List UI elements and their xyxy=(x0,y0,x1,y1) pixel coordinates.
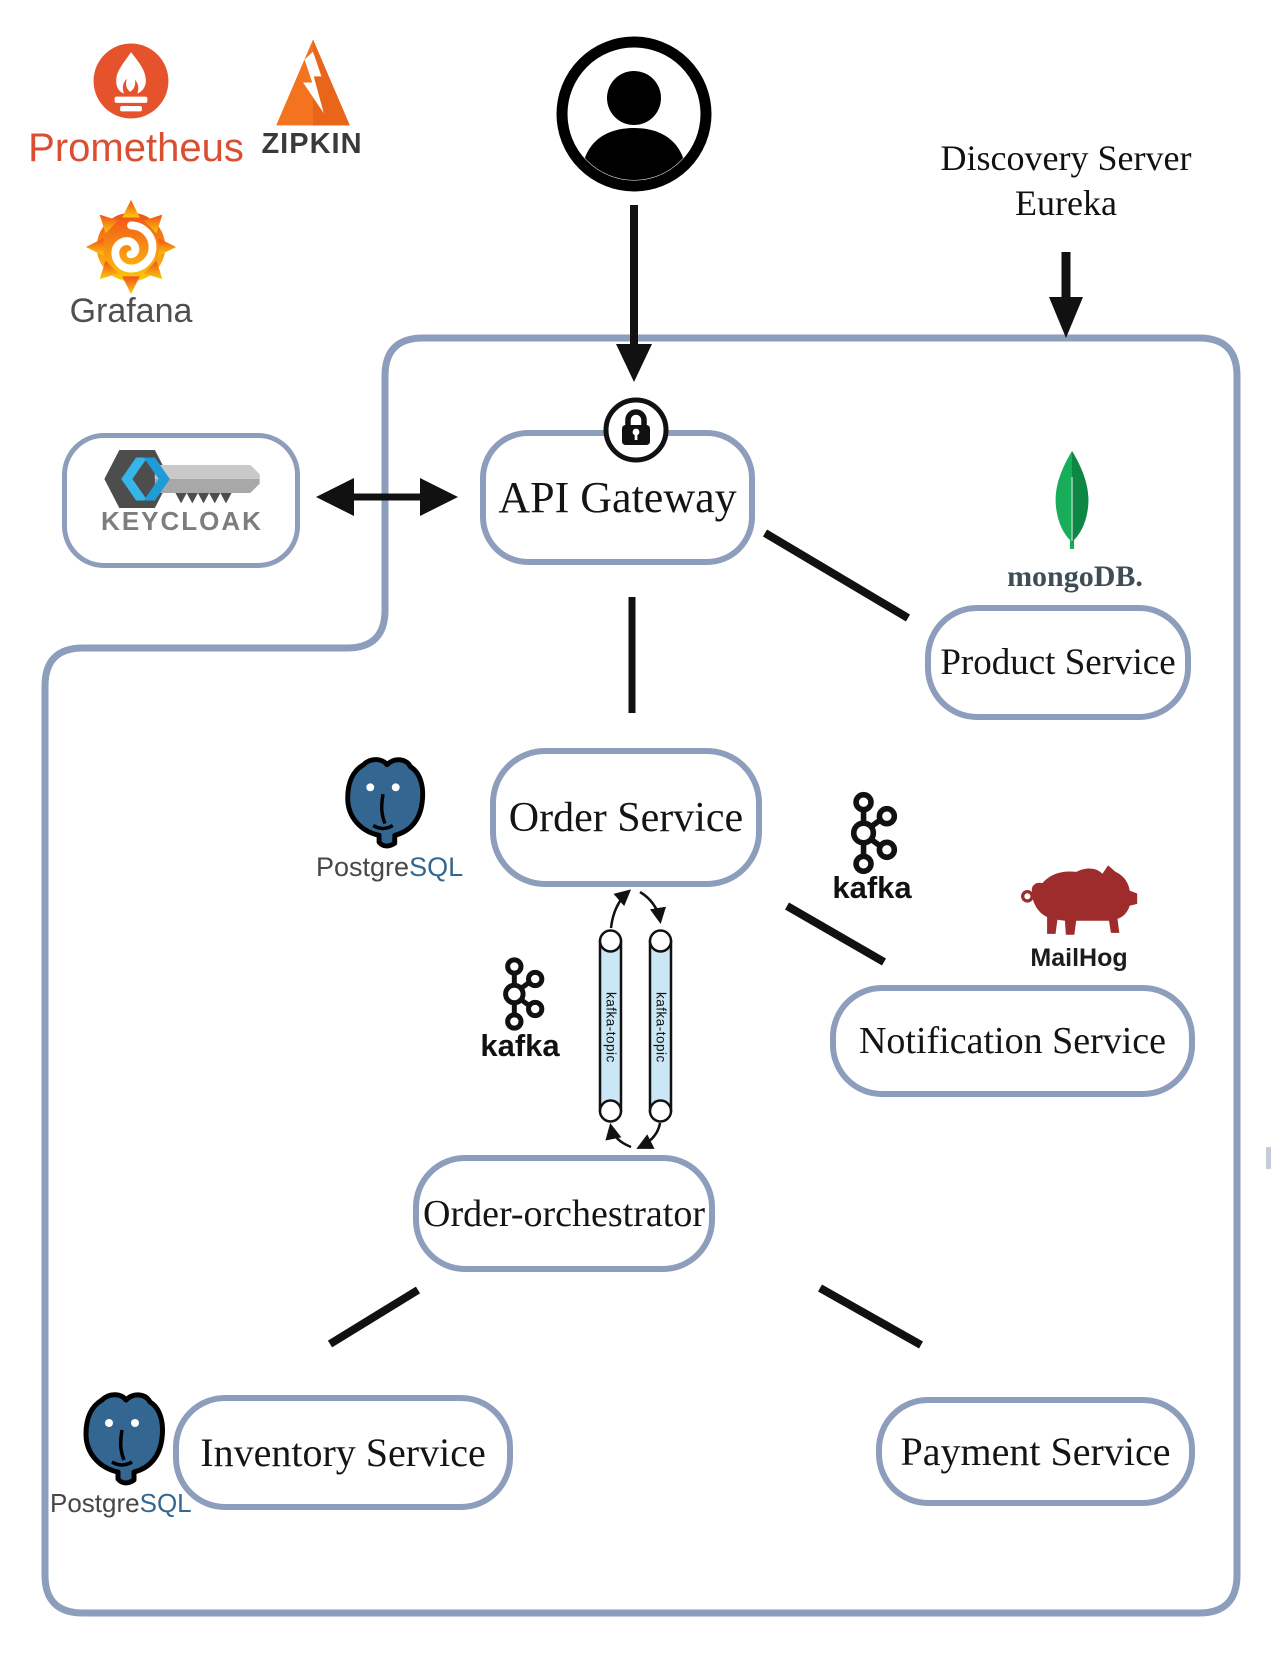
keycloak-label: KEYCLOAK xyxy=(101,506,263,536)
api-gateway-box: API Gateway xyxy=(480,430,755,565)
discovery-server-line2: Eureka xyxy=(1015,183,1117,224)
postgresql-suffix: SQL xyxy=(409,852,464,882)
mongodb-label: mongoDB. xyxy=(1007,560,1143,593)
prometheus-label: Prometheus xyxy=(28,126,244,170)
grafana-label: Grafana xyxy=(69,292,193,330)
prometheus-icon xyxy=(93,43,169,119)
postgresql-label-order: PostgreSQL xyxy=(316,852,463,883)
discovery-server-label: Discovery Server Eureka xyxy=(896,136,1236,227)
grafana-icon xyxy=(85,199,177,294)
mongodb-icon xyxy=(1055,451,1089,549)
payment-service-box: Payment Service xyxy=(876,1397,1195,1506)
edge-artifact xyxy=(1266,1147,1271,1169)
mailhog-icon xyxy=(1021,865,1138,935)
discovery-server-line1: Discovery Server xyxy=(940,138,1192,178)
order-orchestrator-box: Order-orchestrator xyxy=(413,1155,715,1272)
postgresql-icon-order xyxy=(345,757,426,849)
gateway-product-connector xyxy=(762,529,911,622)
product-service-box: Product Service xyxy=(925,605,1191,720)
order-orchestrator-label: Order-orchestrator xyxy=(423,1192,705,1235)
orchestrator-inventory-connector xyxy=(327,1286,421,1348)
notification-service-box: Notification Service xyxy=(830,985,1195,1097)
postgresql-label-inventory: PostgreSQL xyxy=(50,1488,192,1519)
order-service-box: Order Service xyxy=(490,748,762,887)
user-icon xyxy=(556,36,712,192)
kafka-label-right: kafka xyxy=(832,870,912,905)
notification-service-label: Notification Service xyxy=(858,1020,1167,1062)
postgresql-icon-inventory xyxy=(83,1392,165,1486)
zipkin-icon xyxy=(276,39,350,126)
order-notification-connector xyxy=(785,902,886,966)
keycloak-icon xyxy=(104,450,260,508)
kafka-topic-label-right: kafka-topic xyxy=(653,991,669,1063)
postgresql-prefix: Postgre xyxy=(50,1488,140,1518)
postgresql-prefix: Postgre xyxy=(316,852,410,882)
postgresql-suffix: SQL xyxy=(139,1488,192,1518)
kafka-icon-right xyxy=(850,791,898,875)
api-gateway-label: API Gateway xyxy=(498,473,737,522)
kafka-label-left: kafka xyxy=(480,1028,560,1063)
mailhog-label: MailHog xyxy=(1030,944,1128,972)
discovery-to-boundary-arrow xyxy=(1049,252,1083,338)
product-service-label: Product Service xyxy=(940,642,1176,683)
order-service-label: Order Service xyxy=(508,794,744,841)
inventory-service-label: Inventory Service xyxy=(200,1430,486,1475)
kafka-icon-left xyxy=(503,957,545,1031)
payment-service-label: Payment Service xyxy=(900,1429,1171,1474)
inventory-service-box: Inventory Service xyxy=(173,1395,513,1510)
user-to-gateway-arrow xyxy=(616,205,652,382)
kafka-topic-label-left: kafka-topic xyxy=(603,991,619,1063)
zipkin-label: ZIPKIN xyxy=(261,128,363,160)
orchestrator-payment-connector xyxy=(818,1284,923,1349)
keycloak-gateway-double-arrow xyxy=(316,478,458,516)
